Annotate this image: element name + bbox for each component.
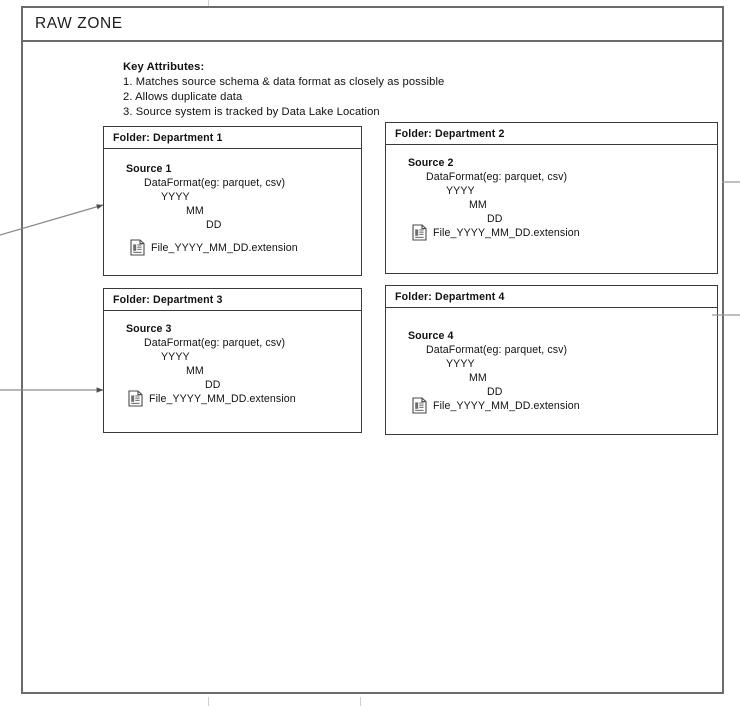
department-1-year: YYYY	[161, 191, 190, 203]
department-4-body: Source 4 DataFormat(eg: parquet, csv) YY…	[386, 308, 717, 434]
department-1-file-row[interactable]: File_YYYY_MM_DD.extension	[130, 239, 298, 256]
department-3-source-label: Source 3	[126, 323, 172, 335]
department-3-data-format: DataFormat(eg: parquet, csv)	[144, 337, 286, 349]
document-icon	[412, 397, 427, 414]
department-2-data-format: DataFormat(eg: parquet, csv)	[426, 171, 568, 183]
department-box-3[interactable]: Folder: Department 3 Source 3 DataFormat…	[103, 288, 362, 433]
page-tick-bottom-left	[208, 697, 209, 706]
department-2-file-name: File_YYYY_MM_DD.extension	[433, 226, 580, 239]
key-attributes-block: Key Attributes: 1. Matches source schema…	[123, 60, 543, 120]
department-3-year: YYYY	[161, 351, 190, 363]
key-attribute-item-1: 1. Matches source schema & data format a…	[123, 76, 445, 88]
department-4-year: YYYY	[446, 358, 475, 370]
raw-zone-header: RAW ZONE	[21, 6, 724, 42]
department-3-month: MM	[186, 365, 204, 377]
department-2-year: YYYY	[446, 185, 475, 197]
page-title: RAW ZONE	[35, 15, 123, 32]
department-2-day: DD	[487, 213, 503, 225]
department-1-source-label: Source 1	[126, 163, 172, 175]
department-4-source-label: Source 4	[408, 330, 454, 342]
department-1-folder-label: Folder: Department 1	[113, 131, 223, 144]
key-attribute-item-3: 3. Source system is tracked by Data Lake…	[123, 106, 380, 118]
department-box-2[interactable]: Folder: Department 2 Source 2 DataFormat…	[385, 122, 718, 274]
department-box-4[interactable]: Folder: Department 4 Source 4 DataFormat…	[385, 285, 718, 435]
department-1-data-format: DataFormat(eg: parquet, csv)	[144, 177, 286, 189]
document-icon	[130, 239, 145, 256]
department-4-folder-label: Folder: Department 4	[395, 290, 505, 303]
department-2-file-row[interactable]: File_YYYY_MM_DD.extension	[412, 224, 580, 241]
department-1-file-name: File_YYYY_MM_DD.extension	[151, 241, 298, 254]
department-3-day: DD	[205, 379, 221, 391]
department-1-body: Source 1 DataFormat(eg: parquet, csv) YY…	[104, 149, 361, 275]
department-4-day: DD	[487, 386, 503, 398]
department-4-file-row[interactable]: File_YYYY_MM_DD.extension	[412, 397, 580, 414]
department-2-source-label: Source 2	[408, 157, 454, 169]
department-3-file-name: File_YYYY_MM_DD.extension	[149, 392, 296, 405]
department-2-folder-label: Folder: Department 2	[395, 127, 505, 140]
department-4-header: Folder: Department 4	[386, 286, 717, 308]
department-1-month: MM	[186, 205, 204, 217]
department-2-header: Folder: Department 2	[386, 123, 717, 145]
document-icon	[128, 390, 143, 407]
department-4-file-name: File_YYYY_MM_DD.extension	[433, 399, 580, 412]
department-3-header: Folder: Department 3	[104, 289, 361, 311]
department-1-day: DD	[206, 219, 222, 231]
department-3-folder-label: Folder: Department 3	[113, 293, 223, 306]
key-attribute-item-2: 2. Allows duplicate data	[123, 91, 243, 103]
key-attributes-heading: Key Attributes:	[123, 61, 205, 73]
document-icon	[412, 224, 427, 241]
department-1-header: Folder: Department 1	[104, 127, 361, 149]
department-4-month: MM	[469, 372, 487, 384]
department-3-body: Source 3 DataFormat(eg: parquet, csv) YY…	[104, 311, 361, 432]
department-2-body: Source 2 DataFormat(eg: parquet, csv) YY…	[386, 145, 717, 273]
department-box-1[interactable]: Folder: Department 1 Source 1 DataFormat…	[103, 126, 362, 276]
department-4-data-format: DataFormat(eg: parquet, csv)	[426, 344, 568, 356]
page-tick-top	[208, 0, 209, 7]
department-2-month: MM	[469, 199, 487, 211]
department-3-file-row[interactable]: File_YYYY_MM_DD.extension	[128, 390, 296, 407]
page-tick-bottom-right	[360, 697, 361, 706]
